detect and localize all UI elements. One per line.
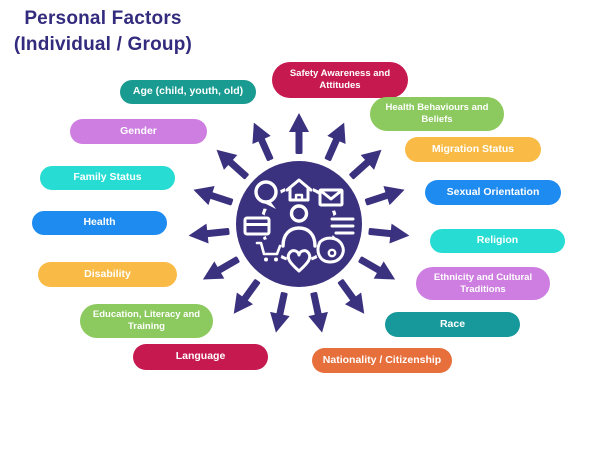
radiating-arrow: [358, 256, 396, 280]
title-line-1: Personal Factors: [24, 8, 182, 29]
factor-pill-ethnicity: Ethnicity and Cultural Traditions: [416, 267, 550, 300]
speech-bubble-icon: [253, 180, 281, 209]
factor-pill-health-behaviours: Health Behaviours and Beliefs: [370, 97, 504, 131]
page-title: Personal Factors (Individual / Group): [8, 6, 198, 58]
factor-pill-education: Education, Literacy and Training: [80, 304, 213, 338]
community-circle-icon: [243, 175, 355, 276]
radiating-arrow: [252, 122, 274, 161]
factor-label: Religion: [476, 234, 519, 247]
factor-label: Safety Awareness and Attitudes: [289, 68, 391, 91]
radiating-arrow: [216, 149, 249, 180]
title-line-2: (Individual / Group): [13, 34, 193, 55]
factor-pill-sexual-orientation: Sexual Orientation: [425, 180, 561, 205]
factor-label: Gender: [120, 124, 157, 137]
factor-label: Sexual Orientation: [446, 185, 540, 198]
factor-label: Migration Status: [431, 142, 515, 155]
factor-label: Nationality / Citizenship: [322, 353, 442, 366]
radiating-arrow: [364, 186, 405, 206]
factor-label: Language: [175, 350, 226, 363]
droplet-icon: [316, 236, 345, 265]
radiating-arrow: [202, 256, 240, 280]
radiating-arrow: [337, 279, 365, 314]
factor-label: Education, Literacy and Training: [92, 309, 201, 332]
radiating-arrows: [188, 113, 410, 333]
factor-label: Health: [83, 216, 116, 229]
factor-pill-language: Language: [133, 344, 268, 370]
factor-label: Health Behaviours and Beliefs: [385, 102, 489, 125]
radiating-arrow: [349, 149, 382, 180]
radiating-arrow: [324, 122, 346, 161]
factor-label: Disability: [84, 267, 131, 280]
person-icon: [281, 204, 317, 248]
factor-pill-age: Age (child, youth, old): [120, 80, 256, 104]
factor-pill-nationality: Nationality / Citizenship: [312, 348, 452, 373]
factor-pill-family-status: Family Status: [40, 166, 175, 190]
factor-pill-race: Race: [385, 312, 520, 337]
factor-label: Family Status: [73, 171, 142, 184]
heart-icon: [286, 249, 312, 276]
radiating-arrow: [308, 292, 328, 333]
factor-label: Ethnicity and Cultural Traditions: [433, 271, 533, 295]
radiating-arrow: [270, 292, 290, 333]
radiating-arrow: [368, 223, 410, 244]
list-icon: [329, 213, 355, 239]
radiating-arrow: [289, 113, 309, 154]
factor-pill-religion: Religion: [430, 229, 565, 253]
factor-label: Age (child, youth, old): [132, 85, 244, 98]
radiating-arrow: [188, 223, 230, 244]
card-icon: [243, 213, 271, 239]
factor-pill-migration-status: Migration Status: [405, 137, 541, 162]
envelope-icon: [318, 185, 344, 211]
factor-pill-gender: Gender: [70, 119, 207, 144]
house-icon: [285, 175, 313, 203]
factor-label: Race: [439, 317, 466, 330]
radiating-arrow: [233, 279, 261, 314]
factor-pill-health: Health: [32, 211, 167, 235]
radiating-arrow: [193, 186, 234, 206]
cart-icon: [255, 239, 282, 265]
factor-pill-disability: Disability: [38, 262, 177, 287]
factor-pill-safety-awareness: Safety Awareness and Attitudes: [272, 62, 408, 98]
